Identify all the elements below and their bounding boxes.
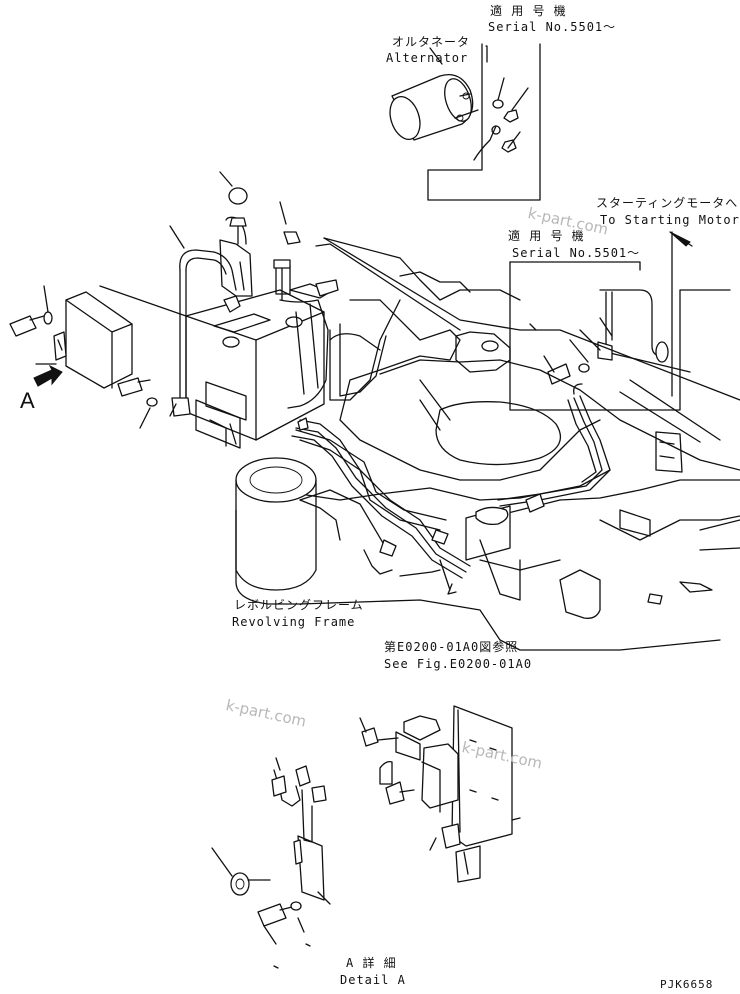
serial-top-jp: 適 用 号 機 — [490, 4, 567, 18]
detail-a-en: Detail A — [340, 973, 406, 987]
detail-a — [211, 705, 521, 969]
serial-top-en: Serial No.5501〜 — [488, 20, 617, 34]
revolving-frame-en: Revolving Frame — [232, 615, 356, 629]
alternator-en: Alternator — [386, 51, 469, 65]
harness-wiring — [291, 299, 611, 595]
view-a-label: A — [20, 388, 35, 413]
starting-motor-pointer — [669, 231, 693, 397]
see-fig-en: See Fig.E0200-01A0 — [384, 657, 533, 671]
see-fig-jp: 第E0200-01A0図参照 — [384, 640, 519, 654]
relay-box — [9, 285, 187, 429]
alternator-jp: オルタネータ — [392, 35, 471, 49]
alternator-inset — [389, 43, 541, 201]
drawing-code: PJK6658 — [660, 978, 714, 991]
serial-mid-en: Serial No.5501〜 — [512, 246, 641, 260]
starter-inset — [509, 261, 731, 443]
serial-mid-jp: 適 用 号 機 — [508, 229, 585, 243]
starting-motor-jp: スターティングモータへ — [596, 196, 739, 210]
revolving-frame-jp: レボルビングフレーム — [234, 598, 364, 612]
battery-assembly — [169, 187, 339, 449]
revolving-frame — [235, 237, 740, 651]
leader-lines — [169, 171, 287, 249]
detail-a-jp: A 詳 細 — [346, 956, 397, 970]
starting-motor-en: To Starting Motor — [600, 213, 740, 227]
